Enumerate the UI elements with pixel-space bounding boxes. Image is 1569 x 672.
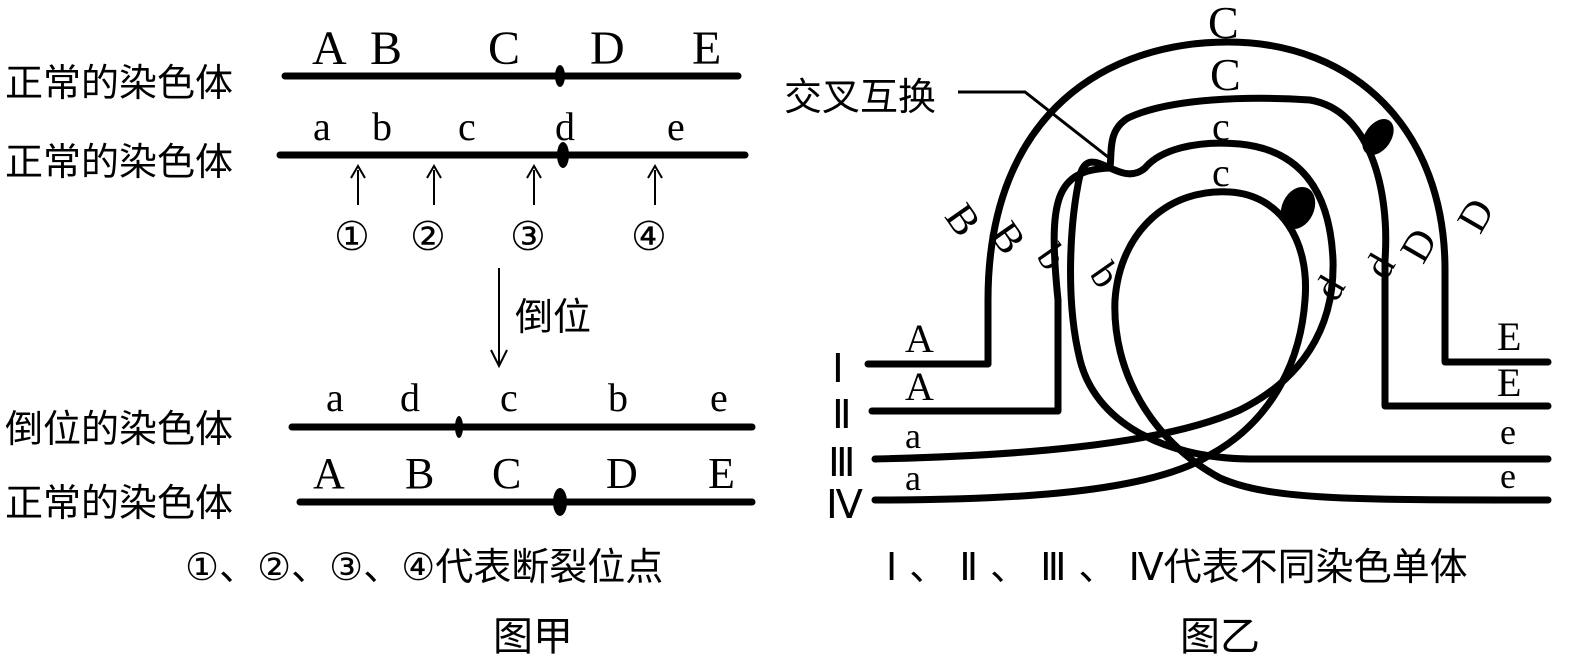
figure-b: 交叉互换 C C c c B B b b D D d d Ⅰ Ⅱ Ⅲ Ⅳ bbox=[784, 0, 1552, 660]
row1-gene-A: A bbox=[312, 22, 347, 75]
breakpoint-arrows bbox=[350, 164, 663, 205]
breakpoint-2: ② bbox=[410, 214, 446, 260]
row1-gene-C: C bbox=[488, 22, 520, 75]
row3-gene-e: e bbox=[710, 375, 728, 420]
gene-A-II: A bbox=[905, 364, 934, 409]
row1-label: 正常的染色体 bbox=[5, 61, 233, 105]
row3-label: 倒位的染色体 bbox=[5, 407, 233, 451]
gene-A-I: A bbox=[905, 316, 934, 361]
gene-a-III: a bbox=[905, 416, 921, 456]
chromatid-II bbox=[868, 94, 1552, 415]
gene-C-II: C bbox=[1210, 49, 1241, 100]
row4-centromere bbox=[553, 488, 567, 516]
breakpoint-1: ① bbox=[334, 214, 370, 260]
figure-a-title: 图甲 bbox=[493, 614, 573, 660]
row1-gene-E: E bbox=[692, 22, 721, 75]
breakpoint-4: ④ bbox=[631, 214, 667, 260]
gene-c-III: c bbox=[1212, 104, 1230, 149]
gene-C-I: C bbox=[1208, 0, 1239, 48]
row2-centromere bbox=[557, 142, 569, 168]
chromatid-I bbox=[864, 38, 1552, 368]
gene-a-IV: a bbox=[905, 458, 921, 498]
centromere-lower bbox=[1280, 186, 1316, 230]
row4-gene-A: A bbox=[313, 449, 345, 498]
figure-a: 正常的染色体 A B C D E 正常的染色体 a b c d e ① ② ③ … bbox=[5, 22, 756, 660]
inversion-label: 倒位 bbox=[515, 295, 591, 339]
row4-gene-D: D bbox=[606, 449, 638, 498]
row4-gene-E: E bbox=[708, 449, 735, 498]
row2-gene-c: c bbox=[458, 104, 476, 149]
row2-gene-b: b bbox=[372, 104, 392, 149]
chromatid-III bbox=[871, 139, 1552, 463]
gene-B-I: B bbox=[935, 196, 989, 245]
row4-label: 正常的染色体 bbox=[5, 481, 233, 525]
gene-c-IV: c bbox=[1212, 150, 1230, 195]
row2-gene-e: e bbox=[667, 104, 685, 149]
row3-gene-c: c bbox=[500, 375, 518, 420]
row3-centromere bbox=[455, 416, 463, 438]
chromatid-label-III: Ⅲ bbox=[828, 440, 856, 485]
gene-E-I: E bbox=[1497, 314, 1521, 359]
gene-E-II: E bbox=[1497, 360, 1521, 405]
figure-b-title: 图乙 bbox=[1180, 614, 1260, 660]
row4-gene-B: B bbox=[405, 449, 434, 498]
row1-gene-B: B bbox=[370, 22, 402, 75]
chromatid-IV bbox=[871, 188, 1552, 504]
row1-centromere bbox=[555, 65, 565, 87]
row2-label: 正常的染色体 bbox=[5, 140, 233, 184]
gene-b-IV: b bbox=[1081, 254, 1129, 296]
figure-b-caption: Ⅰ 、 Ⅱ 、 Ⅲ 、 Ⅳ代表不同染色单体 bbox=[886, 545, 1468, 589]
centromere-upper bbox=[1362, 118, 1394, 156]
row3-gene-a: a bbox=[326, 375, 344, 420]
gene-e-III: e bbox=[1500, 412, 1516, 452]
row2-gene-d: d bbox=[555, 104, 575, 149]
row3-gene-b: b bbox=[608, 375, 628, 420]
row2-gene-a: a bbox=[313, 104, 331, 149]
gene-D-I: D bbox=[1449, 191, 1504, 240]
inversion-arrowhead bbox=[490, 349, 508, 369]
gene-e-IV: e bbox=[1500, 456, 1516, 496]
row1-gene-D: D bbox=[590, 22, 625, 75]
figure-a-caption: ①、②、③、④代表断裂位点 bbox=[185, 545, 663, 589]
crossover-leader-line bbox=[958, 90, 1109, 159]
row3-gene-d: d bbox=[400, 375, 420, 420]
row4-gene-C: C bbox=[492, 449, 521, 498]
chromatid-label-II: Ⅱ bbox=[832, 392, 852, 437]
crossover-label: 交叉互换 bbox=[784, 75, 936, 119]
chromatid-label-I: Ⅰ bbox=[832, 346, 844, 391]
breakpoint-3: ③ bbox=[510, 214, 546, 260]
gene-d-III: d bbox=[1355, 246, 1404, 286]
chromatid-label-IV: Ⅳ bbox=[826, 482, 863, 527]
